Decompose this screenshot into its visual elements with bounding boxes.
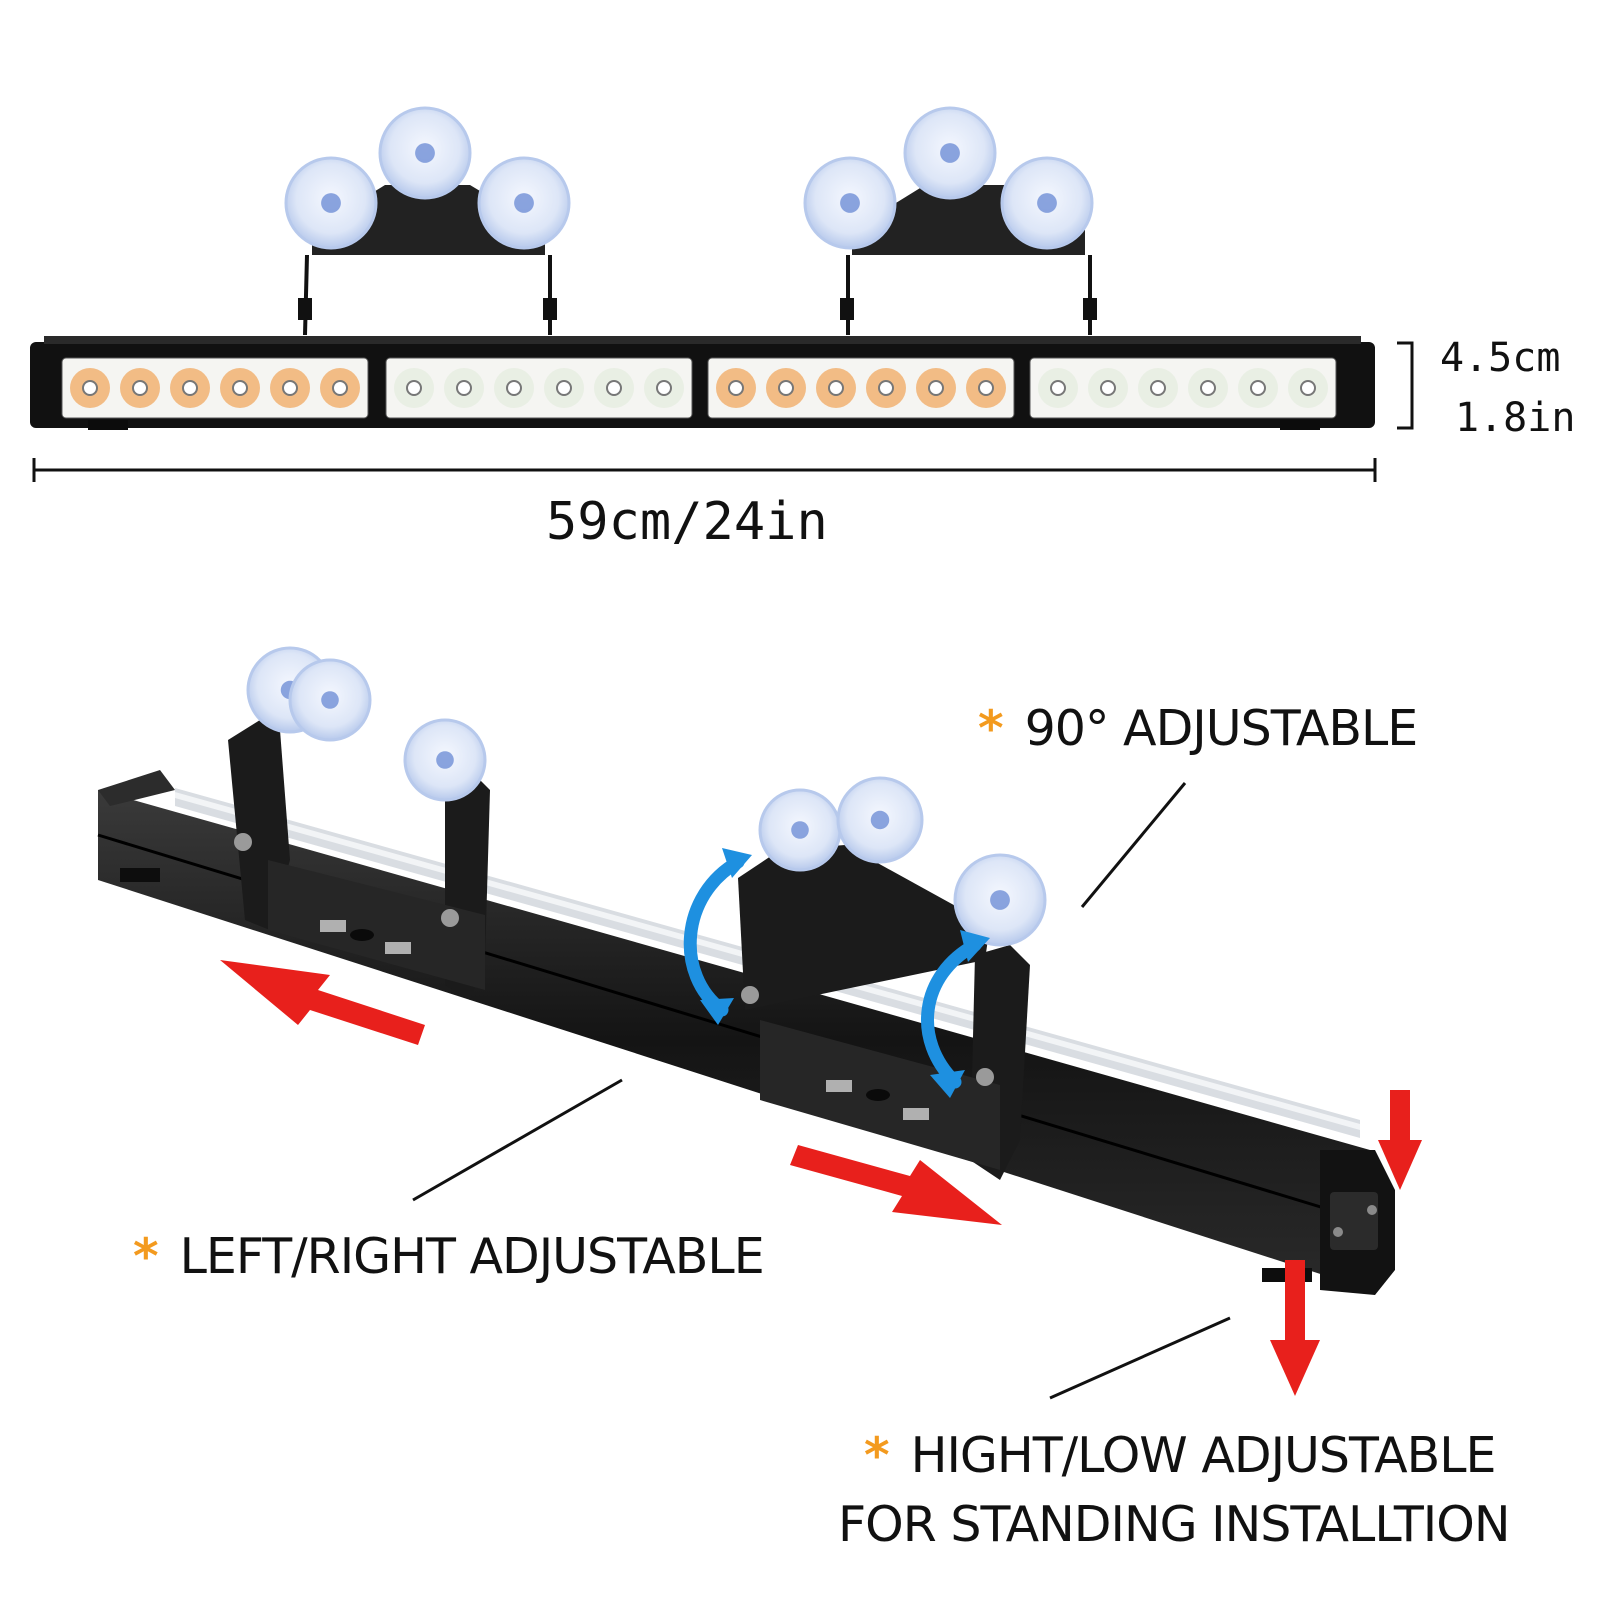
feature-slide-text: LEFT/RIGHT ADJUSTABLE xyxy=(179,1228,765,1285)
suction-cup-knob xyxy=(840,193,860,213)
led-chip xyxy=(282,380,298,396)
leader-line-height xyxy=(1049,1316,1231,1400)
perspective-light-bar xyxy=(97,770,1395,1295)
led-chip xyxy=(778,380,794,396)
feature-angle-text: 90° ADJUSTABLE xyxy=(1024,700,1419,757)
suction-cup-knob xyxy=(870,810,890,830)
perspective-bracket-right xyxy=(738,845,1030,1180)
height-cm-label: 4.5cm xyxy=(1440,335,1561,381)
suction-cup-knob xyxy=(321,691,339,709)
end-cap-screw-icon xyxy=(1367,1205,1377,1215)
led-chip xyxy=(978,380,994,396)
suction-cup-knob xyxy=(436,751,454,769)
height-in-label: 1.8in xyxy=(1455,395,1576,441)
led-chip xyxy=(878,380,894,396)
led-chip xyxy=(556,380,572,396)
perspective-bracket-left xyxy=(228,720,490,1000)
suction-cup-knob xyxy=(940,143,960,163)
led-chip xyxy=(1150,380,1166,396)
led-chip xyxy=(928,380,944,396)
feature-angle: * 90° ADJUSTABLE xyxy=(978,700,1419,757)
suction-cup-knob xyxy=(791,821,809,839)
leader-line-slide xyxy=(412,1078,623,1202)
led-chip xyxy=(728,380,744,396)
bullet-asterisk: * xyxy=(864,1427,890,1484)
led-chip xyxy=(82,380,98,396)
suction-cup-knob xyxy=(321,193,341,213)
suction-cup-knob xyxy=(514,193,534,213)
led-chip xyxy=(1250,380,1266,396)
led-chip xyxy=(828,380,844,396)
led-chip xyxy=(182,380,198,396)
led-chip xyxy=(1100,380,1116,396)
led-chip xyxy=(232,380,248,396)
led-module-row xyxy=(61,357,1337,419)
length-label: 59cm/24in xyxy=(546,492,828,552)
led-chip xyxy=(1050,380,1066,396)
leader-line-angle xyxy=(1080,782,1187,908)
feature-slide: * LEFT/RIGHT ADJUSTABLE xyxy=(133,1228,765,1285)
led-chip xyxy=(656,380,672,396)
suction-cup-knob xyxy=(1037,193,1057,213)
blue-rotate-arrow-icon xyxy=(921,930,990,1098)
red-arrow-icon xyxy=(1378,1090,1422,1190)
length-dimension-line xyxy=(32,458,1377,482)
led-chip xyxy=(506,380,522,396)
end-cap-screw-icon xyxy=(1333,1227,1343,1237)
red-arrow-icon xyxy=(1270,1260,1320,1396)
suction-cup-group-top xyxy=(284,106,1094,250)
bullet-asterisk: * xyxy=(978,700,1004,757)
blue-rotate-arrow-icon xyxy=(683,848,752,1025)
led-chip xyxy=(132,380,148,396)
feature-height-line1: * HIGHT/LOW ADJUSTABLE xyxy=(864,1427,1497,1484)
height-dimension-bracket xyxy=(1397,341,1414,430)
red-arrow-icon xyxy=(220,960,425,1045)
feature-height-line2: FOR STANDING INSTALLTION xyxy=(838,1496,1510,1553)
bullet-asterisk: * xyxy=(133,1228,159,1285)
suction-cup-knob xyxy=(990,890,1010,910)
feature-height-text-1: HIGHT/LOW ADJUSTABLE xyxy=(910,1427,1497,1484)
led-chip xyxy=(1200,380,1216,396)
led-chip xyxy=(456,380,472,396)
led-chip xyxy=(332,380,348,396)
red-arrow-icon xyxy=(790,1145,1002,1225)
suction-cup-group-perspective xyxy=(246,646,1047,947)
led-chip xyxy=(1300,380,1316,396)
led-chip xyxy=(406,380,422,396)
led-chip xyxy=(606,380,622,396)
suction-cup-knob xyxy=(415,143,435,163)
